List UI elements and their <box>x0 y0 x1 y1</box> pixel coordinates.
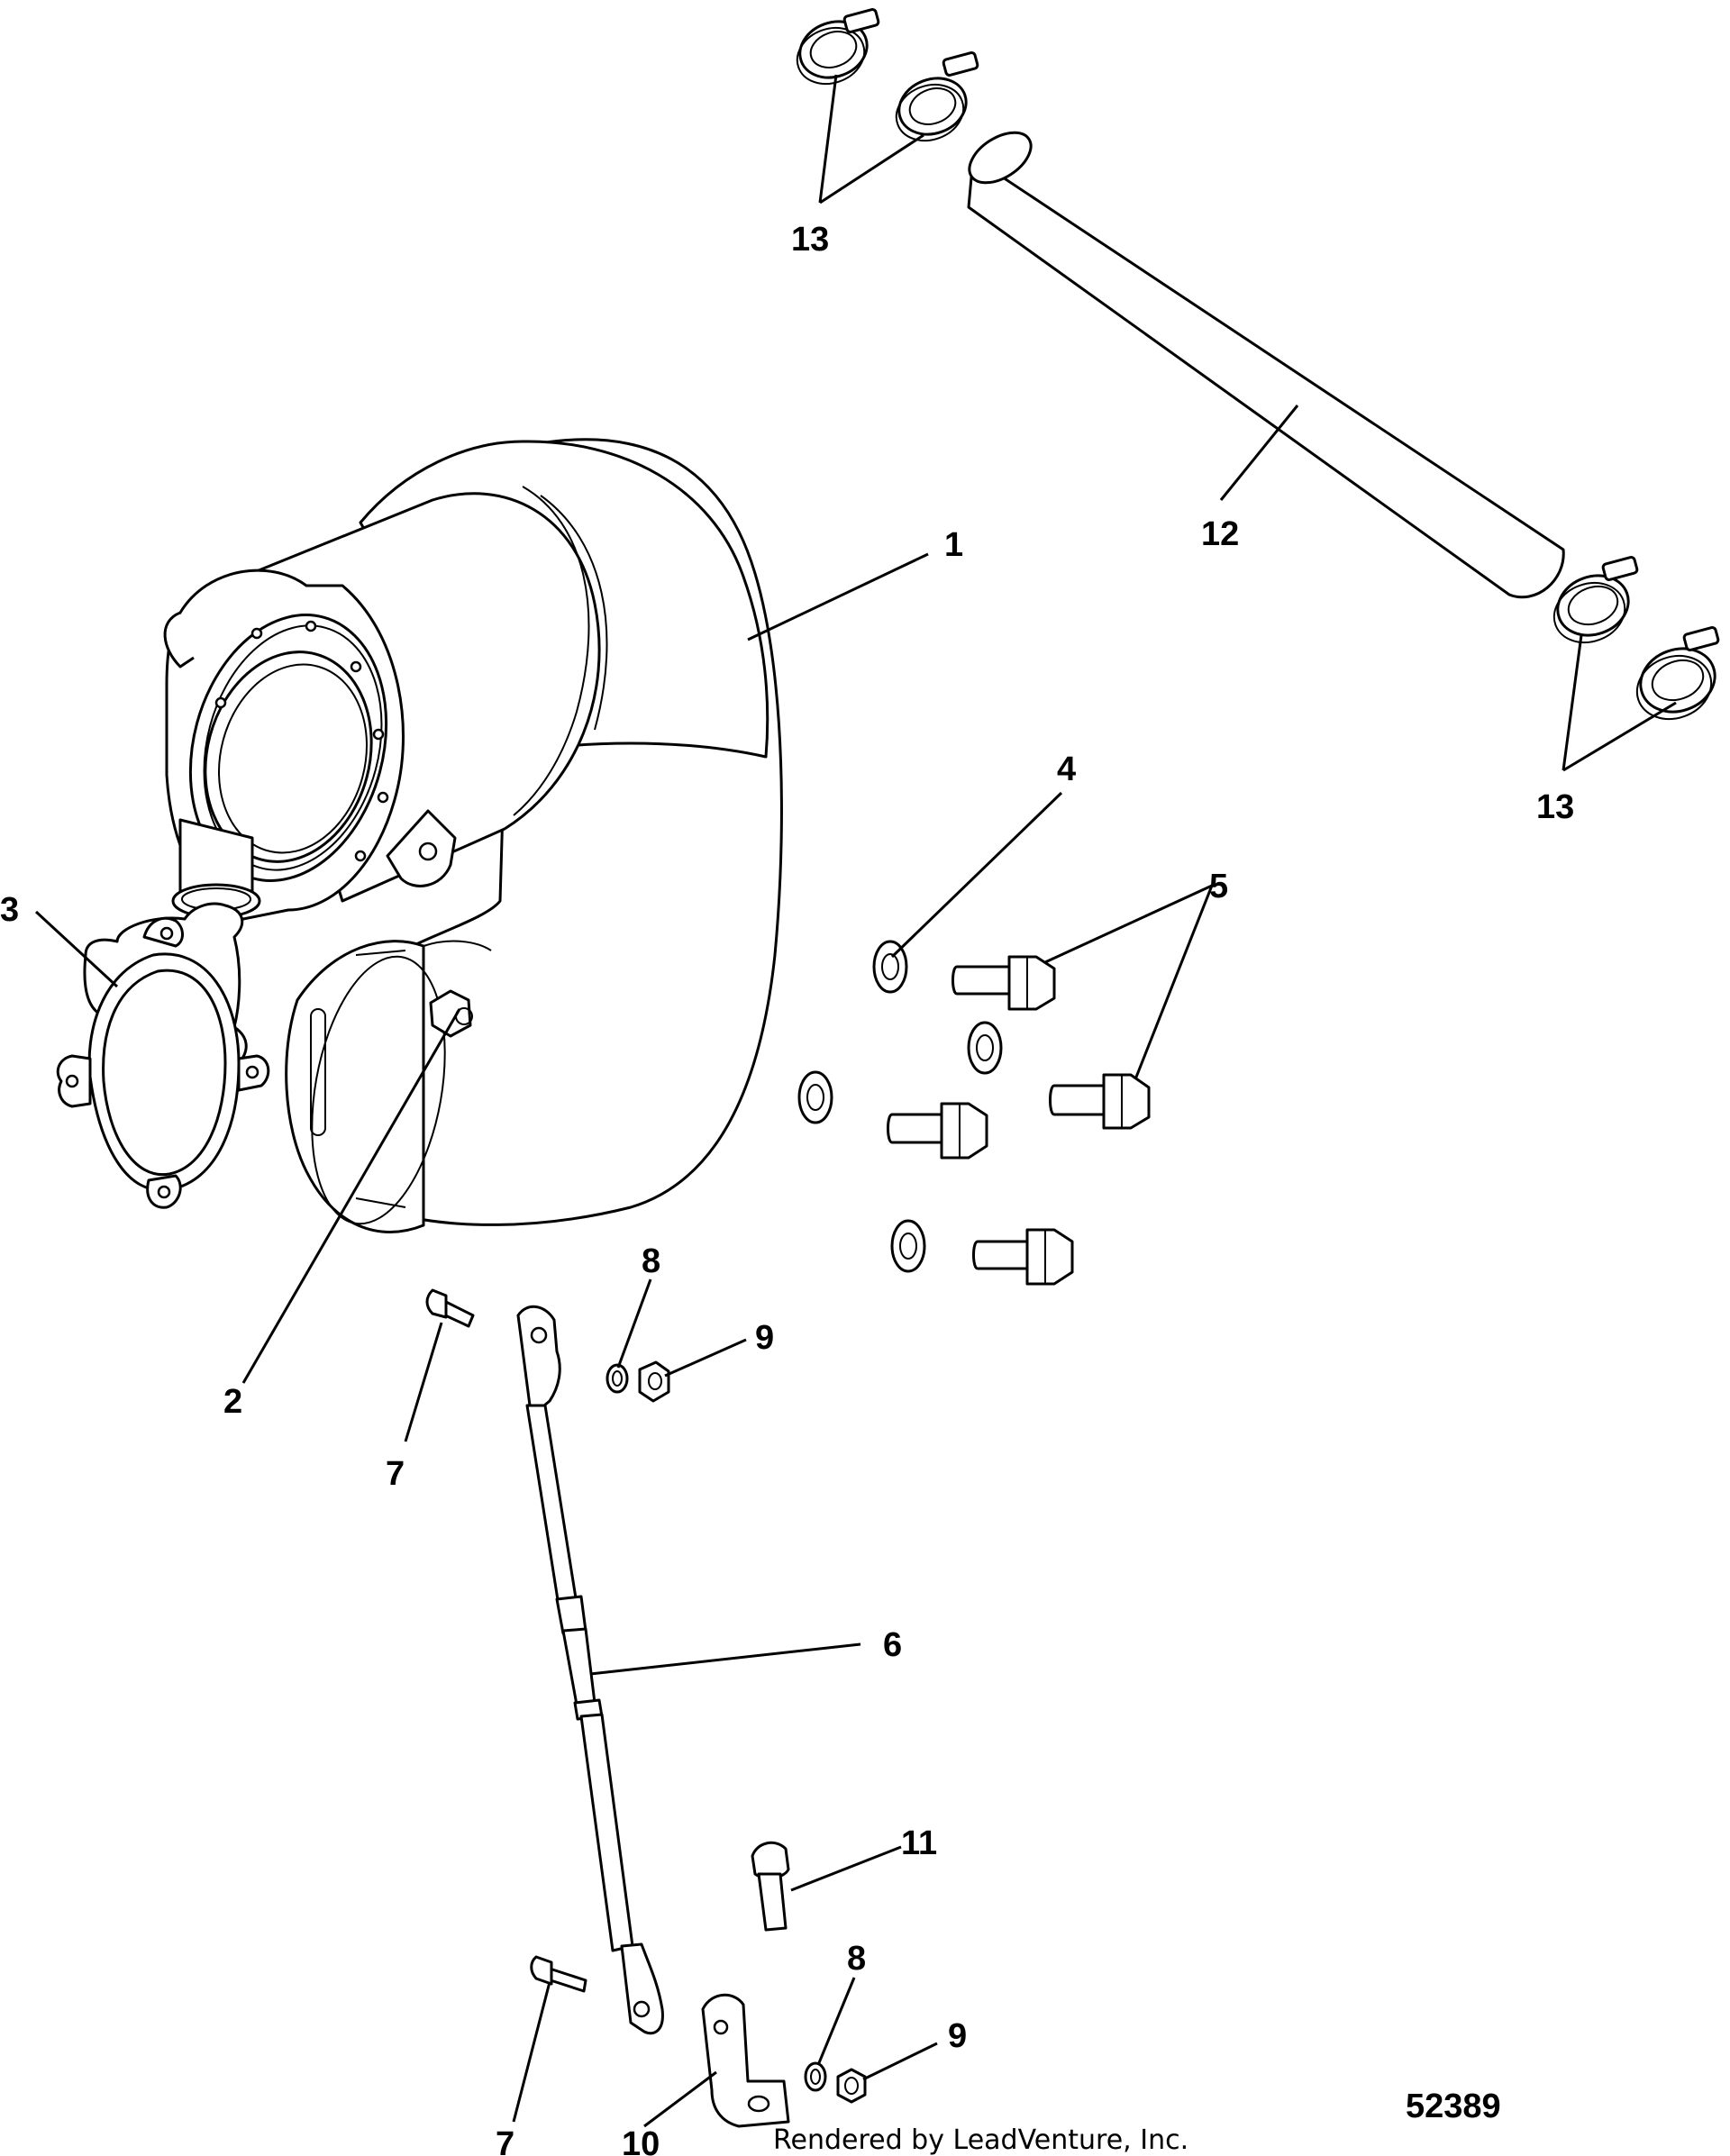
lock-washer-lower <box>804 2061 827 2092</box>
lock-washer-upper <box>606 1363 629 1394</box>
leader-10 <box>643 2070 717 2128</box>
callout-2: 2 <box>223 1383 242 1421</box>
exhaust-elbow <box>163 438 783 1233</box>
screw-lower <box>530 1955 587 1993</box>
leader-5a <box>1044 884 1213 964</box>
callout-9-upper: 9 <box>755 1319 774 1357</box>
bolt-2 <box>1049 1073 1151 1130</box>
leader-lines <box>34 74 1677 2128</box>
callout-13-bottom: 13 <box>1536 788 1574 826</box>
screw-upper <box>425 1288 475 1328</box>
flat-washer-1 <box>872 940 908 994</box>
leader-9b <box>862 2042 938 2081</box>
figure-number: 52389 <box>1406 2088 1501 2125</box>
flange-bolt <box>751 1841 790 1932</box>
mounting-bracket <box>701 1993 790 2128</box>
leader-2 <box>241 1008 461 1384</box>
leader-13c <box>1562 634 1583 771</box>
flat-washer-4 <box>890 1219 926 1273</box>
leader-11 <box>790 1845 902 1892</box>
leader-6 <box>589 1642 861 1676</box>
leader-7b <box>512 1981 551 2123</box>
leader-1 <box>747 552 929 641</box>
exhaust-hose <box>967 131 1565 599</box>
callout-6: 6 <box>883 1626 902 1664</box>
leader-4 <box>890 791 1063 959</box>
exhaust-gasket <box>56 902 270 1209</box>
callout-8-lower: 8 <box>847 1940 866 1978</box>
callout-5: 5 <box>1209 868 1228 905</box>
hose-clamp-top-left <box>796 8 880 86</box>
callout-13-top: 13 <box>791 221 829 259</box>
render-credit: Rendered by LeadVenture, Inc. <box>773 2124 1188 2156</box>
bolt-4 <box>972 1228 1074 1286</box>
callout-7-upper: 7 <box>386 1455 405 1493</box>
flat-washer-3 <box>797 1070 833 1124</box>
bolt-1 <box>952 955 1056 1011</box>
hex-nut-upper <box>638 1360 670 1403</box>
callout-8-upper: 8 <box>642 1242 660 1280</box>
leader-12 <box>1219 405 1299 501</box>
flat-washer-2 <box>967 1021 1003 1075</box>
callout-9-lower: 9 <box>948 2017 967 2055</box>
leader-5b <box>1134 885 1214 1080</box>
leader-13a <box>818 74 838 204</box>
callout-1: 1 <box>944 526 963 564</box>
hex-nut-lower <box>836 2068 867 2104</box>
leader-13d <box>1562 701 1677 772</box>
leader-3 <box>34 910 119 988</box>
callout-7-lower: 7 <box>496 2125 514 2156</box>
leader-9a <box>664 1338 747 1378</box>
callout-12: 12 <box>1201 515 1239 553</box>
leader-13b <box>819 133 924 205</box>
leader-8b <box>816 1977 856 2066</box>
leader-7a <box>404 1322 443 1442</box>
hose-clamp-bottom-right <box>1635 626 1720 721</box>
callout-4: 4 <box>1057 751 1076 788</box>
support-rod <box>516 1305 664 2035</box>
bolt-3 <box>887 1102 988 1160</box>
callout-3: 3 <box>0 891 19 929</box>
leader-8a <box>616 1278 652 1369</box>
callout-labels: 1 2 3 4 5 6 7 7 8 8 9 9 10 11 12 13 13 <box>0 221 1574 2156</box>
callout-11: 11 <box>901 1824 937 1862</box>
callout-10: 10 <box>622 2125 660 2156</box>
hose-clamp-top-right <box>895 51 979 142</box>
hose-clamp-bottom-left <box>1552 556 1639 644</box>
